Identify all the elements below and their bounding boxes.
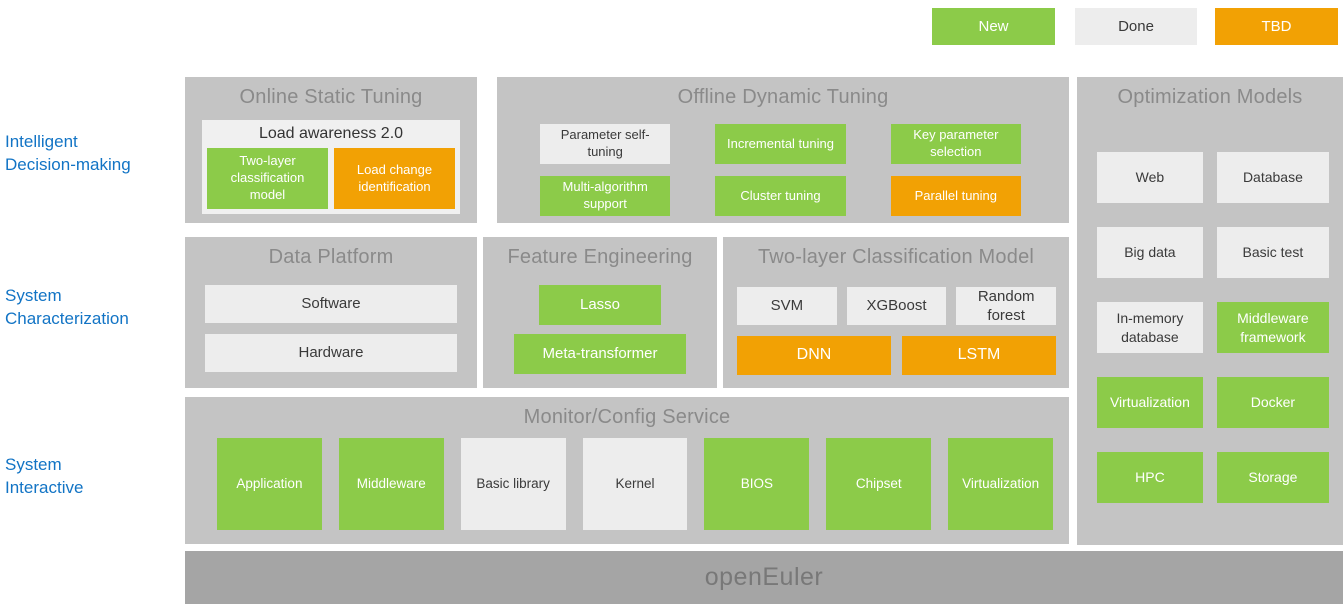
box-software: Software bbox=[205, 285, 457, 323]
box-parameter-self-tuning: Parameter self-tuning bbox=[540, 124, 671, 164]
box-bios: BIOS bbox=[704, 438, 810, 530]
box-database: Database bbox=[1216, 152, 1329, 203]
box-random-forest: Random forest bbox=[956, 287, 1057, 325]
optimization-model-items: Web Database Big data Basic test In-memo… bbox=[1097, 152, 1329, 503]
panel-optimization-models: Optimization Models Web Database Big dat… bbox=[1077, 77, 1343, 545]
box-meta-transformer: Meta-transformer bbox=[514, 334, 686, 374]
row-label-system-interactive: System Interactive bbox=[5, 455, 84, 497]
panel-title: Data Platform bbox=[268, 246, 394, 268]
panel-offline-dynamic-tuning: Offline Dynamic Tuning Parameter self-tu… bbox=[497, 77, 1069, 223]
two-layer-model-row1: SVM XGBoost Random forest bbox=[737, 287, 1057, 325]
legend-done-badge: Done bbox=[1075, 8, 1197, 45]
box-docker: Docker bbox=[1216, 377, 1329, 428]
box-in-memory-database: In-memory database bbox=[1097, 302, 1203, 353]
box-virtualization-service: Virtualization bbox=[948, 438, 1054, 530]
panel-online-static-tuning: Online Static Tuning Load awareness 2.0 … bbox=[185, 77, 477, 223]
box-kernel: Kernel bbox=[582, 438, 688, 530]
box-key-parameter-selection: Key parameter selection bbox=[890, 124, 1021, 164]
box-dnn: DNN bbox=[737, 336, 891, 375]
box-web: Web bbox=[1097, 152, 1203, 203]
load-awareness-title: Load awareness 2.0 bbox=[258, 125, 404, 142]
box-hpc: HPC bbox=[1097, 452, 1203, 503]
box-application: Application bbox=[217, 438, 322, 530]
box-storage: Storage bbox=[1216, 452, 1329, 503]
feature-engineering-items: Lasso Meta-transformer bbox=[483, 285, 717, 374]
panel-title: Optimization Models bbox=[1117, 86, 1303, 108]
panel-two-layer-classification-model: Two-layer Classification Model SVM XGBoo… bbox=[723, 237, 1069, 388]
two-layer-model-row2: DNN LSTM bbox=[737, 336, 1056, 375]
load-awareness-items: Two-layer classification model Load chan… bbox=[207, 148, 455, 209]
box-big-data: Big data bbox=[1097, 227, 1203, 278]
monitor-config-items: Application Middleware Basic library Ker… bbox=[217, 438, 1054, 530]
panel-monitor-config-service: Monitor/Config Service Application Middl… bbox=[185, 397, 1069, 544]
box-basic-library: Basic library bbox=[460, 438, 566, 530]
offline-dynamic-items: Parameter self-tuning Incremental tuning… bbox=[540, 124, 1021, 216]
panel-data-platform: Data Platform Software Hardware bbox=[185, 237, 477, 388]
box-incremental-tuning: Incremental tuning bbox=[715, 124, 846, 164]
box-parallel-tuning: Parallel tuning bbox=[890, 176, 1021, 216]
panel-title: Two-layer Classification Model bbox=[757, 246, 1035, 268]
box-svm: SVM bbox=[737, 287, 837, 325]
box-basic-test: Basic test bbox=[1216, 227, 1329, 278]
box-virtualization-model: Virtualization bbox=[1097, 377, 1203, 428]
row-label-intelligent-decision-making: Intelligent Decision-making bbox=[5, 132, 131, 174]
box-chipset: Chipset bbox=[826, 438, 932, 530]
box-lstm: LSTM bbox=[902, 336, 1056, 375]
row-label-system-characterization: System Characterization bbox=[5, 286, 129, 328]
box-multi-algorithm-support: Multi-algorithm support bbox=[540, 176, 671, 216]
panel-title: Feature Engineering bbox=[507, 246, 693, 268]
panel-feature-engineering: Feature Engineering Lasso Meta-transform… bbox=[483, 237, 717, 388]
legend-new-badge: New bbox=[932, 8, 1055, 45]
box-middleware-framework: Middleware framework bbox=[1216, 302, 1329, 353]
box-xgboost: XGBoost bbox=[846, 287, 947, 325]
load-awareness-group: Load awareness 2.0 Two-layer classificat… bbox=[202, 120, 460, 214]
box-load-change-identification: Load change identification bbox=[334, 148, 455, 209]
box-hardware: Hardware bbox=[205, 334, 457, 372]
panel-title: Monitor/Config Service bbox=[523, 406, 731, 428]
data-platform-items: Software Hardware bbox=[205, 285, 457, 372]
panel-title: Online Static Tuning bbox=[239, 86, 423, 108]
panel-title: Offline Dynamic Tuning bbox=[677, 86, 889, 108]
legend-tbd-badge: TBD bbox=[1215, 8, 1338, 45]
box-lasso: Lasso bbox=[539, 285, 661, 325]
box-middleware: Middleware bbox=[338, 438, 444, 530]
box-cluster-tuning: Cluster tuning bbox=[715, 176, 846, 216]
base-platform-openeuler: openEuler bbox=[185, 551, 1343, 604]
box-two-layer-classification-model: Two-layer classification model bbox=[207, 148, 328, 209]
